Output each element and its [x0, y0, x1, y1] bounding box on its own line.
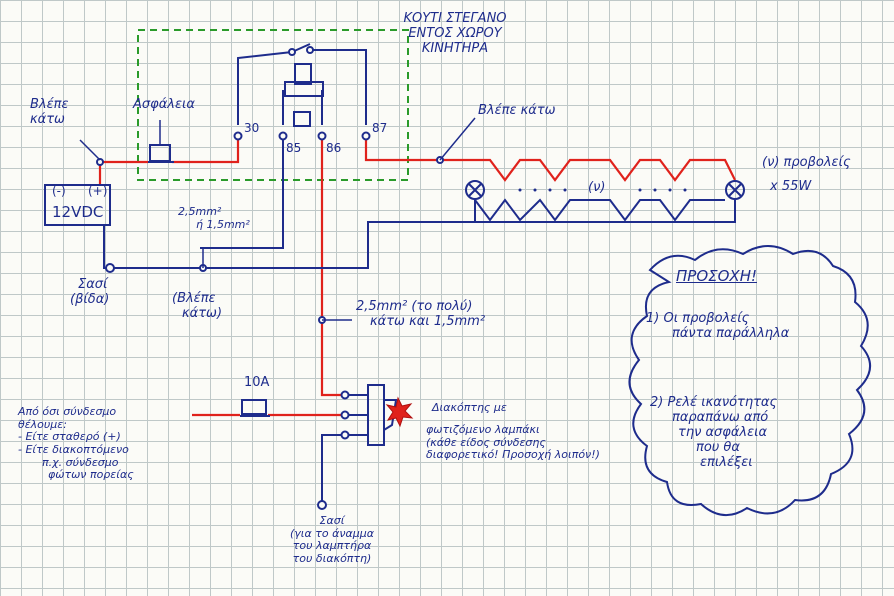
wire-switch-label-line: 2,5mm² (το πολύ) — [356, 299, 473, 314]
feed-note: Από όσι σύνδεσμο θέλουμε: - Είτε σταθερό… — [18, 405, 134, 482]
note-item-1-line: πάντα παράλληλα — [672, 325, 790, 341]
lamp-dots — [518, 188, 687, 192]
battery-cable-note-line: κάτω — [30, 111, 65, 127]
switch-icon — [340, 384, 398, 446]
relay-box-title-line: ΚΟΥΤΙ ΣΤΕΓΑΝΟ — [403, 11, 507, 26]
wire-switch-label-line: κάτω και 1,5mm² — [370, 313, 486, 329]
relay-box-title: ΚΟΥΤΙ ΣΤΕΓΑΝΟ ΕΝΤΟΣ ΧΩΡΟΥ ΚΙΝΗΤΗΡΑ — [380, 11, 530, 57]
chassis-bottom-label-line: του διακόπτη) — [292, 551, 372, 565]
switch-desc-label-line: φωτιζόμενο λαμπάκι — [426, 423, 540, 436]
feed-note-line: φώτων πορείας — [48, 468, 134, 482]
battery-plus-label: (+) — [88, 184, 108, 198]
note-item-2-line: παραπάνω από — [672, 409, 769, 425]
feed-note-line: θέλουμε: — [18, 417, 67, 431]
battery-minus-label: (-) — [52, 184, 66, 198]
switch-desc-label-line: (κάθε είδος σύνδεσης — [426, 435, 546, 449]
see-below-mid-label: (Βλέπε κάτω) — [172, 291, 223, 322]
note-item-2-line: που θα — [696, 439, 740, 455]
wire-main-label-line: 2,5mm² — [178, 205, 222, 218]
ground-icon — [96, 156, 444, 510]
chassis-left-label: Σασί (βίδα) — [70, 277, 110, 308]
fuse-icon — [148, 144, 174, 163]
note-item-2-line: επιλέξει — [700, 454, 753, 470]
feed-note-line: Από όσι σύνδεσμο — [18, 405, 117, 418]
pin-85-label: 85 — [286, 141, 302, 155]
note-item-1-line: 1) Οι προβολείς — [646, 311, 750, 326]
wire-main-label-line: ή 1,5mm² — [196, 217, 250, 231]
chassis-bottom-label-line: του λαμπτήρα — [292, 539, 372, 553]
battery-cable-note-line: Βλέπε — [30, 97, 69, 112]
switch-title-label: Διακόπτης με — [432, 401, 507, 414]
switch-desc-label-line: διαφορετικό! Προσοχή λοιπόν!) — [426, 448, 600, 462]
feed-note-line: - Είτε σταθερό (+) — [18, 430, 121, 444]
ground-wires — [103, 49, 736, 505]
chassis-bottom-label-line: (για το άναμμα — [289, 526, 374, 540]
see-below-mid-label-line: κάτω) — [182, 305, 223, 321]
lamp-power-label: x 55W — [770, 179, 812, 194]
feed-note-line: π.χ. σύνδεσμο — [42, 455, 119, 469]
note-item-2-line: 2) Ρελέ ικανότητας — [650, 395, 778, 410]
note-item-1: 1) Οι προβολείς πάντα παράλληλα — [646, 311, 790, 342]
relay-terminals — [233, 131, 371, 141]
switch-indicator-icon — [385, 396, 414, 428]
chassis-bottom-label-line: Σασί — [319, 514, 345, 527]
wire-switch-label: 2,5mm² (το πολύ) κάτω και 1,5mm² — [356, 299, 486, 330]
see-below-mid-label-line: (Βλέπε — [172, 291, 216, 306]
feed-note-line: - Είτε διακοπτόμενο — [18, 442, 129, 456]
fuse-label: Ασφάλεια — [133, 97, 195, 112]
positive-wires — [98, 140, 736, 417]
lamp-gap-label: (ν) — [588, 180, 606, 195]
relay-box-title-line: ΕΝΤΟΣ ΧΩΡΟΥ — [408, 25, 502, 41]
see-below-lamps-label: Βλέπε κάτω — [478, 103, 556, 118]
chassis-left-label-line: Σασί — [78, 277, 108, 292]
fuse-10a-label: 10A — [244, 375, 270, 390]
note-item-2-line: την ασφάλεια — [678, 424, 768, 440]
battery-voltage-label: 12VDC — [52, 203, 104, 221]
fuse-10a-icon — [240, 399, 270, 417]
note-item-2: 2) Ρελέ ικανότητας παραπάνω από την ασφά… — [650, 395, 778, 471]
chassis-left-label-line: (βίδα) — [70, 291, 110, 307]
note-cloud — [628, 245, 871, 516]
switch-desc-label: φωτιζόμενο λαμπάκι (κάθε είδος σύνδεσης … — [426, 423, 600, 462]
battery-icon — [44, 184, 111, 226]
lamp-count-label: (ν) προβολείς — [762, 155, 851, 170]
battery-cable-note: Βλέπε κάτω — [30, 97, 69, 128]
relay-box-title-line: ΚΙΝΗΤΗΡΑ — [421, 40, 489, 56]
relay-box-outline — [137, 29, 409, 181]
chassis-bottom-label: Σασί (για το άναμμα του λαμπτήρα του δια… — [262, 514, 402, 566]
leader-lines — [79, 117, 476, 321]
lamp-icon-right — [725, 180, 745, 200]
pin-87-label: 87 — [372, 121, 388, 135]
relay-coil-icon — [284, 43, 324, 127]
wire-main-label: 2,5mm² ή 1,5mm² — [178, 205, 250, 231]
pin-86-label: 86 — [326, 141, 342, 155]
lamp-icon — [465, 180, 485, 200]
note-title: ΠΡΟΣΟΧΗ! — [676, 267, 757, 285]
pin-30-label: 30 — [244, 121, 260, 135]
